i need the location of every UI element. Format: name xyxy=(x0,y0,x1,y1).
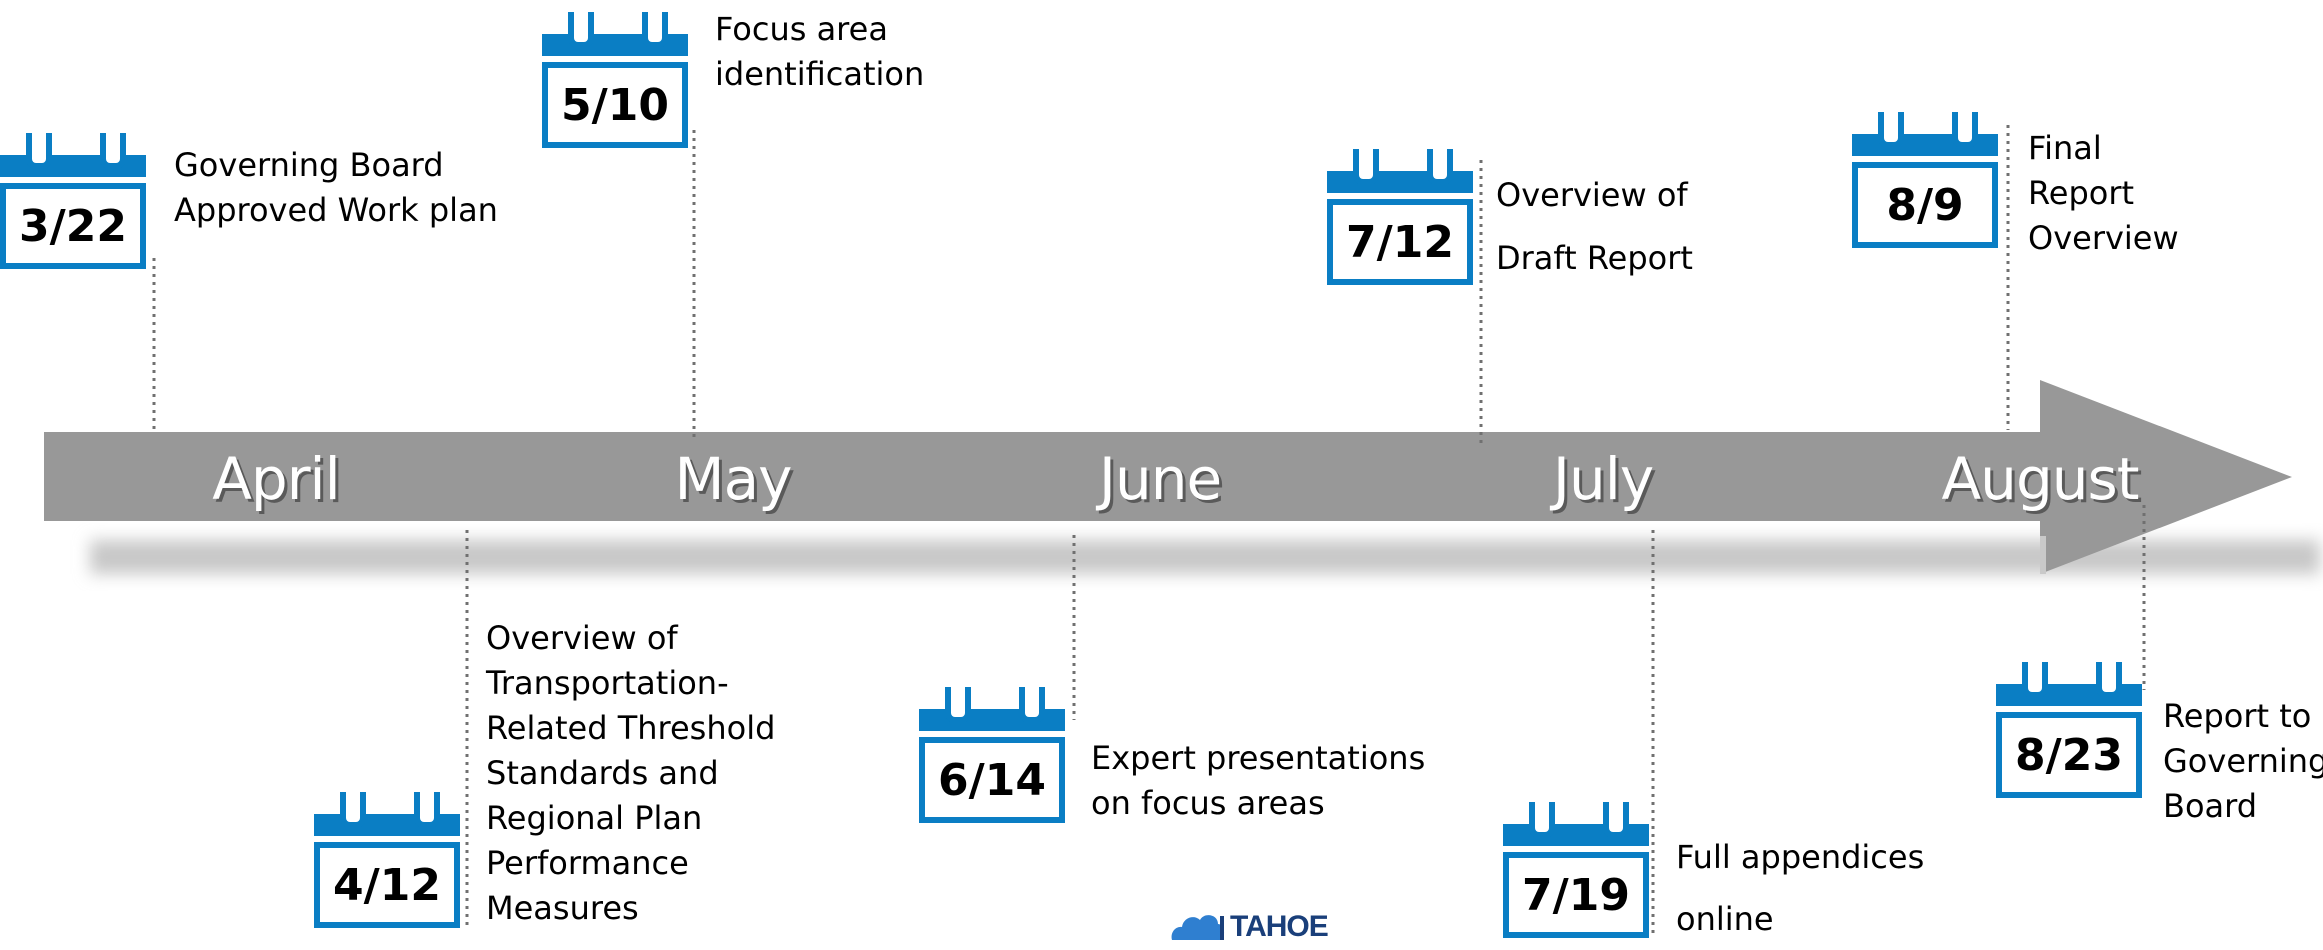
event-description: Governing Board Approved Work plan xyxy=(174,146,498,229)
calendar-icon: 7/12 xyxy=(1327,149,1473,285)
event-description: Final Report Overview xyxy=(2028,129,2179,257)
cloud-icon xyxy=(1171,915,1225,940)
event-description: Overview of Transportation- Related Thre… xyxy=(486,619,776,927)
calendar-icon: 5/10 xyxy=(542,12,688,148)
event-date: 7/12 xyxy=(1327,199,1473,285)
month-june: June xyxy=(1098,445,1222,513)
logo-text: TAHOE xyxy=(1230,910,1329,943)
calendar-icon: 6/14 xyxy=(919,687,1065,823)
event-date: 8/23 xyxy=(1996,712,2142,798)
calendar-icon: 3/22 xyxy=(0,133,146,269)
event-date: 5/10 xyxy=(542,62,688,148)
event-date: 3/22 xyxy=(0,183,146,269)
tahoe-logo: TAHOE xyxy=(1168,906,1348,943)
month-may: May xyxy=(674,445,793,513)
event-date: 4/12 xyxy=(314,842,460,928)
calendar-icon: 7/19 xyxy=(1503,802,1649,938)
timeline-arrow-head xyxy=(2040,380,2292,574)
event-description: Expert presentations on focus areas xyxy=(1091,739,1426,822)
month-july: July xyxy=(1552,445,1654,513)
event-date: 8/9 xyxy=(1852,162,1998,248)
event-description: Full appendices online xyxy=(1676,838,1925,938)
event-description: Focus area identification xyxy=(715,10,925,93)
event-description: Overview of Draft Report xyxy=(1496,176,1693,277)
event-date: 7/19 xyxy=(1503,852,1649,938)
event-description: Report to Governing Board xyxy=(2163,697,2323,825)
timeline-shadow xyxy=(90,540,2320,574)
event-date: 6/14 xyxy=(919,737,1065,823)
calendar-icon: 8/23 xyxy=(1996,662,2142,798)
timeline-bar xyxy=(44,432,2044,521)
calendar-icon: 8/9 xyxy=(1852,112,1998,248)
month-april: April xyxy=(212,445,341,513)
month-august: August xyxy=(1941,445,2140,513)
calendar-icon: 4/12 xyxy=(314,792,460,928)
